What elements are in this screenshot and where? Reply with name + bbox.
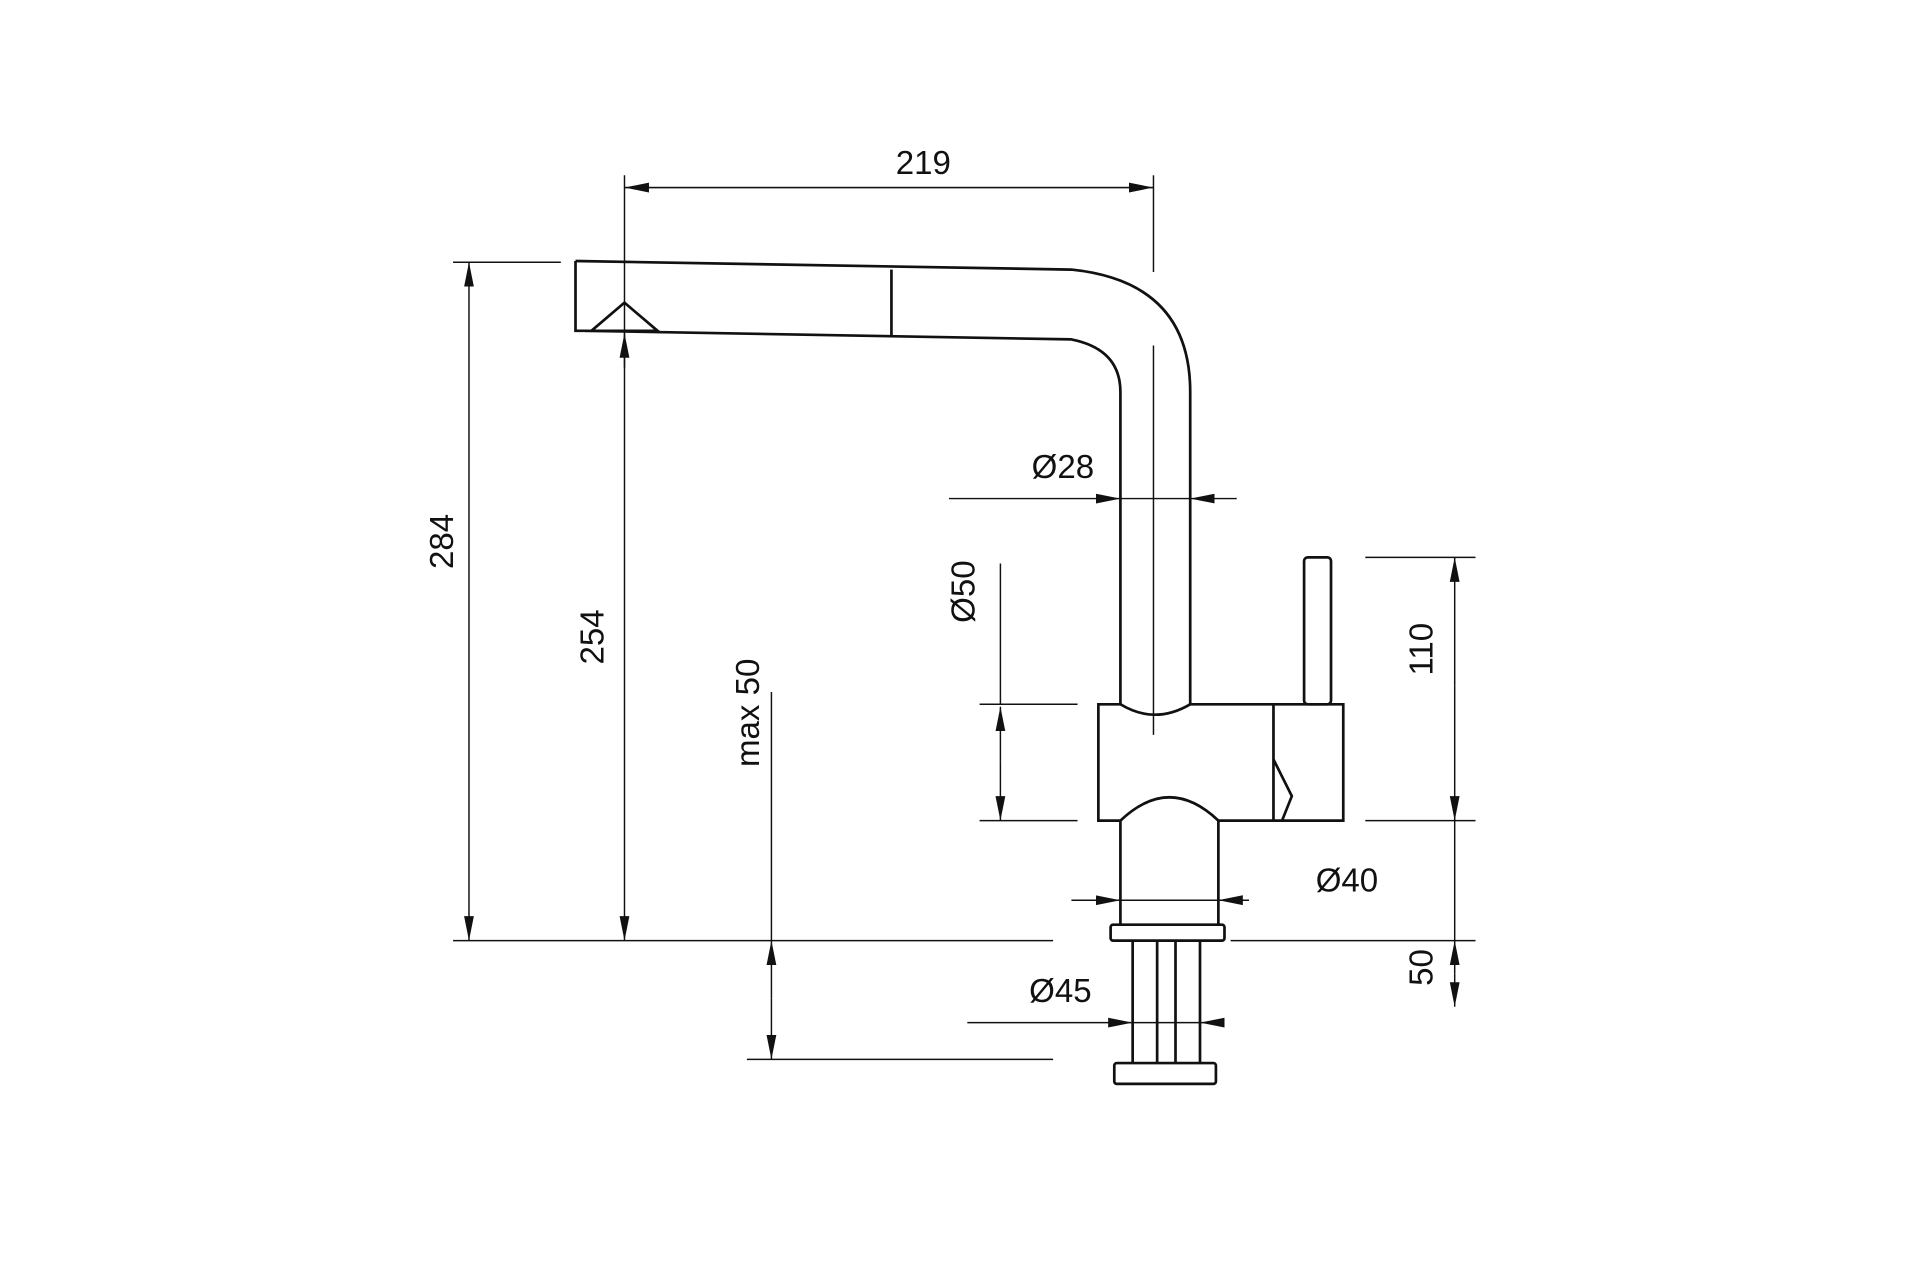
- base-ring: [1109, 923, 1226, 942]
- lever-block: [1272, 702, 1345, 822]
- mounting-rods: [1131, 940, 1202, 1064]
- dim-mounting-diameter: Ø45: [1029, 973, 1091, 1010]
- dim-spout-reach: 219: [896, 145, 951, 182]
- dim-mounting-depth: 50: [1404, 949, 1441, 986]
- body: [1097, 702, 1275, 822]
- lever: [1302, 555, 1333, 706]
- dim-spout-height: 254: [575, 609, 612, 664]
- mounting-nut: [1112, 1061, 1218, 1086]
- dim-base-diameter: Ø40: [1316, 863, 1378, 900]
- dim-total-height: 284: [424, 514, 461, 569]
- dim-spout-diameter: Ø28: [1032, 449, 1094, 486]
- dim-body-diameter: Ø50: [946, 560, 983, 622]
- dimension-lines: [453, 175, 1476, 1061]
- dim-lever-height: 110: [1404, 623, 1441, 676]
- dim-max-thickness: max 50: [730, 659, 767, 767]
- lower-stem: [1119, 820, 1220, 925]
- faucet-outline: [574, 259, 1345, 1086]
